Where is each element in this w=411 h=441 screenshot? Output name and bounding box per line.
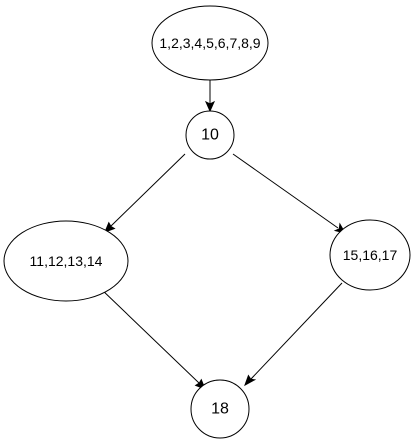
node-n15-shape — [329, 219, 411, 291]
node-n10-shape — [185, 110, 235, 160]
edge-n10-n15 — [232, 153, 347, 234]
node-n1-shape — [151, 5, 269, 81]
node-n10-label: 10 — [201, 127, 219, 144]
edge-n15-n18 — [244, 282, 343, 387]
node-n11-shape — [3, 220, 129, 302]
node-n1: 1,2,3,4,5,6,7,8,9 — [151, 5, 269, 81]
edge-n11-n18 — [99, 287, 206, 390]
node-n18: 18 — [190, 379, 250, 439]
edge-n10-n11 — [104, 153, 186, 233]
edge-n1-n10 — [204, 80, 216, 113]
node-n11-label: 11,12,13,14 — [30, 253, 103, 269]
node-n10: 10 — [185, 110, 235, 160]
node-n18-shape — [190, 379, 250, 439]
node-n11: 11,12,13,14 — [3, 220, 129, 302]
node-n1-label: 1,2,3,4,5,6,7,8,9 — [159, 35, 260, 51]
node-n15-label: 15,16,17 — [343, 247, 398, 263]
node-n15: 15,16,17 — [329, 219, 411, 291]
node-n18-label: 18 — [211, 401, 229, 418]
